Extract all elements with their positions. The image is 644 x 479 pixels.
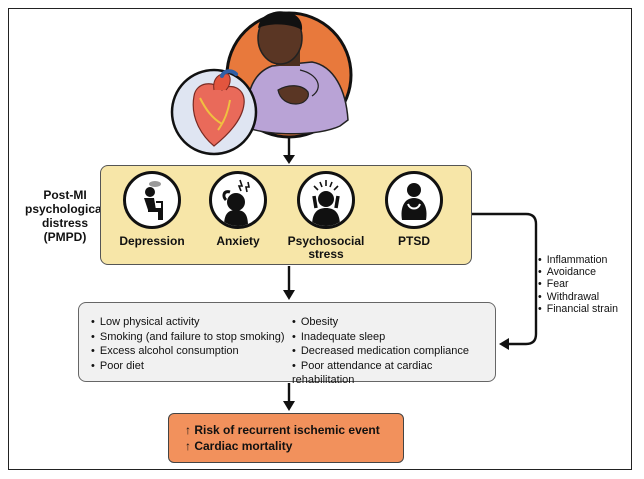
anxious-head-icon — [209, 171, 267, 229]
stressed-head-icon — [297, 171, 355, 229]
person-hugging-knees-icon — [385, 171, 443, 229]
outcome-text: Risk of recurrent ischemic event — [194, 423, 380, 437]
outcome-item: ↑ Cardiac mortality — [185, 438, 403, 454]
list-item: Fear — [538, 278, 618, 290]
list-item: Poor diet — [91, 359, 285, 374]
pmpd-label-line: psychological — [24, 202, 106, 216]
pmpd-label: Post-MI psychological distress (PMPD) — [24, 188, 106, 244]
condition-label: Anxiety — [216, 234, 260, 248]
list-item: Inflammation — [538, 254, 618, 266]
behaviors-right-list: Obesity Inadequate sleep Decreased medic… — [292, 315, 495, 388]
patient-chest-pain-icon — [225, 11, 353, 139]
person-sitting-sad-icon — [123, 171, 181, 229]
pmpd-conditions-box: Depression Anxiety Psychosocial stress P… — [100, 165, 472, 265]
list-item: Excess alcohol consumption — [91, 344, 285, 359]
heart-anatomy-icon — [170, 68, 258, 156]
flow-arrows — [283, 137, 538, 411]
list-item: Smoking (and failure to stop smoking) — [91, 330, 285, 345]
outcome-text: Cardiac mortality — [194, 439, 293, 453]
pmpd-label-line: Post-MI — [43, 188, 87, 202]
list-item: Poor attendance at cardiac rehabilitatio… — [292, 359, 495, 388]
behaviors-left-list: Low physical activity Smoking (and failu… — [91, 315, 285, 373]
list-item: Avoidance — [538, 266, 618, 278]
condition-label: PTSD — [397, 234, 430, 248]
condition-label: Psychosocial stress — [276, 235, 376, 261]
outcome-item: ↑ Risk of recurrent ischemic event — [185, 422, 403, 438]
list-item: Inadequate sleep — [292, 330, 495, 345]
outcomes-box: ↑ Risk of recurrent ischemic event ↑ Car… — [168, 413, 404, 463]
list-item: Obesity — [292, 315, 495, 330]
condition-label-text: Psychosocial stress — [287, 234, 365, 261]
list-item: Decreased medication compliance — [292, 344, 495, 359]
list-item: Withdrawal — [538, 291, 618, 303]
pmpd-label-line: distress — [41, 216, 89, 230]
behavioral-factors-box: Low physical activity Smoking (and failu… — [78, 302, 496, 386]
condition-label: Depression — [119, 234, 185, 248]
list-item: Low physical activity — [91, 315, 285, 330]
pmpd-label-line: (PMPD) — [43, 230, 87, 244]
figure-frame — [8, 8, 632, 470]
list-item: Financial strain — [538, 303, 618, 315]
up-arrow-icon: ↑ — [185, 423, 191, 437]
up-arrow-icon: ↑ — [185, 439, 191, 453]
mechanism-list: Inflammation Avoidance Fear Withdrawal F… — [538, 254, 618, 315]
